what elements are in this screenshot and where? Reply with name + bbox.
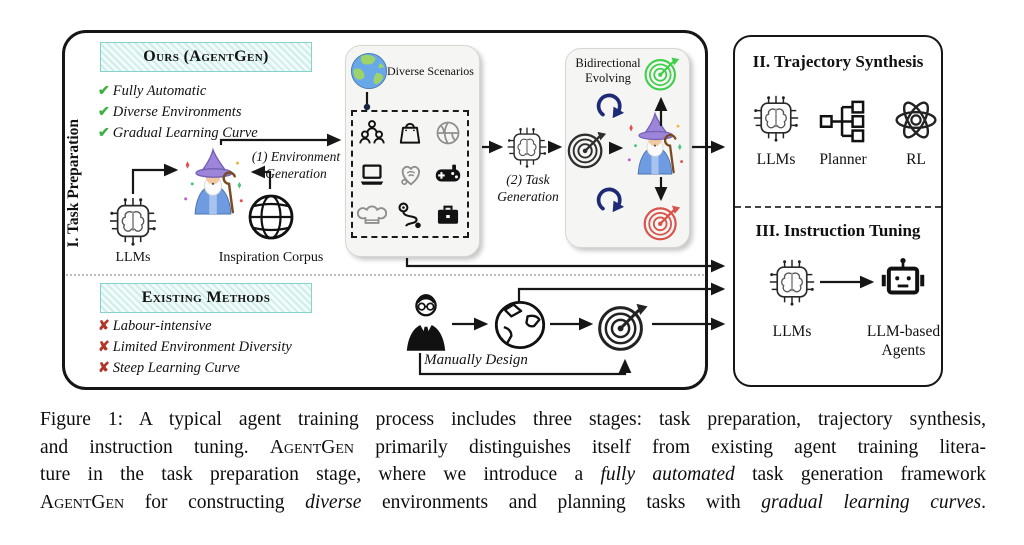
wizard-icon [624, 110, 686, 176]
llms-label: LLMs [115, 250, 151, 265]
stage2-stage3-divider [735, 206, 941, 208]
basketball-icon [434, 119, 462, 147]
ours-item-1: Fully Automatic [112, 83, 207, 99]
list-item: ✘Limited Environment Diversity [98, 337, 292, 358]
briefcase-icon [434, 201, 462, 229]
evolved-task-target-down-icon [642, 202, 682, 242]
check-icon: ✔ [98, 84, 110, 99]
inspiration-corpus-label: Inspiration Corpus [218, 250, 324, 265]
list-item: ✘Labour-intensive [98, 316, 292, 337]
stage3-llms-label: LLMs [772, 323, 812, 340]
inspiration-corpus-globe-icon [245, 191, 297, 243]
existing-item-2: Limited Environment Diversity [112, 339, 292, 355]
cross-icon: ✘ [98, 319, 110, 334]
llm-based-agents-label: LLM-based Agents [856, 322, 951, 360]
existing-item-1: Labour-intensive [112, 318, 212, 334]
bid-line2: Evolving [585, 71, 631, 85]
chef-hat-icon [357, 200, 387, 230]
figure-caption: Figure 1: A typical agent training proce… [40, 406, 986, 516]
laptop-icon [357, 159, 387, 189]
evolved-task-target-up-icon [643, 54, 681, 92]
stage2-stage3-panel [733, 35, 943, 387]
env-gen-line1: (1) Environment [251, 149, 341, 164]
heart-stethoscope-icon [395, 159, 425, 189]
task-generation-chip-icon [506, 126, 548, 168]
cross-icon: ✘ [98, 340, 110, 355]
instruction-tuning-title: III. Instruction Tuning [755, 221, 921, 240]
check-icon: ✔ [98, 105, 110, 120]
agents-line2: Agents [881, 342, 926, 359]
ours-header: Ours (AgentGen) [100, 42, 312, 72]
caption-line: AgentGen for constructing diverse enviro… [40, 491, 986, 513]
ours-item-2: Diverse Environments [112, 104, 242, 120]
rl-atom-icon [892, 96, 940, 144]
trajectory-synthesis-title: II. Trajectory Synthesis [752, 52, 924, 71]
ours-existing-divider [66, 274, 704, 276]
ours-title: Ours (AgentGen) [143, 48, 269, 65]
people-icon [357, 118, 387, 148]
route-icon [395, 200, 425, 230]
wizard-icon [180, 146, 246, 216]
task-gen-line1: (2) Task [506, 172, 550, 187]
person-icon [402, 291, 450, 353]
ours-item-3: Gradual Learning Curve [112, 125, 258, 141]
ours-checklist: ✔Fully Automatic ✔Diverse Environments ✔… [98, 81, 258, 144]
stage1-label-text: I. Task Preparation [65, 118, 82, 248]
env-gen-line2: Generation [265, 166, 327, 181]
earth-icon [350, 52, 388, 90]
manual-task-target-icon [596, 299, 650, 353]
task-generation-label: (2) Task Generation [482, 171, 574, 205]
existing-item-3: Steep Learning Curve [112, 360, 240, 376]
stage2-planner-label: Planner [819, 151, 867, 168]
stage2-llms-label: LLMs [756, 151, 796, 168]
stage2-rl-label: RL [906, 151, 926, 168]
cross-icon: ✘ [98, 361, 110, 376]
existing-methods-header: Existing Methods [100, 283, 312, 313]
agents-line1: LLM-based [866, 323, 941, 340]
shopping-bag-icon [396, 119, 424, 147]
scenario-icon-grid [351, 110, 469, 238]
diverse-scenarios-title: Diverse Scenarios [387, 64, 474, 78]
llm-chip-icon [752, 94, 800, 142]
bid-line1: Bidirectional [575, 56, 641, 70]
list-item: ✔Diverse Environments [98, 102, 258, 123]
seed-task-target-icon [566, 128, 608, 170]
manual-environment-globe-icon [492, 299, 548, 351]
llm-chip-icon [768, 258, 816, 306]
caption-line: and instruction tuning. AgentGen primari… [40, 436, 986, 458]
bidirectional-evolving-title: Bidirectional Evolving [568, 56, 648, 86]
task-gen-line2: Generation [497, 189, 559, 204]
check-icon: ✔ [98, 126, 110, 141]
stage1-vertical-label: I. Task Preparation [58, 88, 90, 278]
llm-chip-icon [108, 196, 158, 246]
evolve-loop-bottom-icon [589, 183, 631, 213]
gamepad-icon [433, 159, 463, 189]
manually-design-label: Manually Design [424, 352, 528, 368]
environment-generation-label: (1) Environment Generation [244, 148, 348, 182]
planner-icon [818, 99, 868, 143]
list-item: ✘Steep Learning Curve [98, 358, 292, 379]
list-item: ✔Gradual Learning Curve [98, 123, 258, 144]
existing-methods-list: ✘Labour-intensive ✘Limited Environment D… [98, 316, 292, 379]
existing-methods-title: Existing Methods [141, 289, 271, 306]
list-item: ✔Fully Automatic [98, 81, 258, 102]
robot-icon [880, 256, 926, 306]
caption-line: ture in the task preparation stage, wher… [40, 464, 986, 485]
caption-line: Figure 1: A typical agent training proce… [40, 409, 986, 430]
